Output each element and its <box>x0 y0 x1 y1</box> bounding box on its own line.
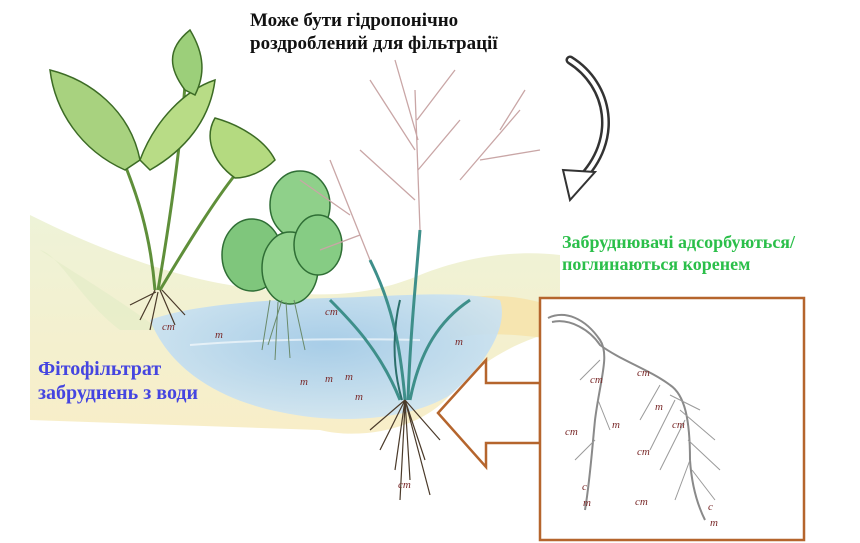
marker-m: m <box>612 419 620 431</box>
marker-c: c <box>708 501 713 513</box>
marker-m: m <box>710 517 718 529</box>
hydroponic-label-line1: Може бути гідропонічно <box>250 10 498 33</box>
marker-cm: cm <box>590 374 603 386</box>
phytofiltration-label-line1: Фітофільтрат <box>38 357 198 381</box>
phytofiltration-label-line2: забруднень з води <box>38 381 198 405</box>
marker-c: c <box>582 481 587 493</box>
marker-cm: cm <box>637 446 650 458</box>
hydroponic-label: Може бути гідропонічно роздроблений для … <box>250 10 498 56</box>
curved-rotate-arrow-icon <box>563 60 605 200</box>
marker-cm: cm <box>672 419 685 431</box>
marker-cm: cm <box>565 426 578 438</box>
root-absorption-label-line2: поглинаються коренем <box>562 254 795 276</box>
hydroponic-label-line2: роздроблений для фільтрації <box>250 33 498 56</box>
phytofiltration-label: Фітофільтрат забруднень з води <box>38 357 198 405</box>
marker-cm: cm <box>637 367 650 379</box>
marker-cm: cm <box>635 496 648 508</box>
marker-m: m <box>455 336 463 348</box>
marker-m: m <box>215 329 223 341</box>
marker-cm: cm <box>325 306 338 318</box>
marker-m: m <box>355 391 363 403</box>
root-absorption-label-line1: Забруднювачі адсорбуються/ <box>562 232 795 254</box>
marker-m: m <box>345 371 353 383</box>
marker-m: m <box>583 497 591 509</box>
marker-cm: cm <box>162 321 175 333</box>
root-absorption-label: Забруднювачі адсорбуються/ поглинаються … <box>562 232 795 275</box>
marker-m: m <box>325 373 333 385</box>
marker-m: m <box>300 376 308 388</box>
marker-cm: cm <box>398 479 411 491</box>
marker-m: m <box>655 401 663 413</box>
